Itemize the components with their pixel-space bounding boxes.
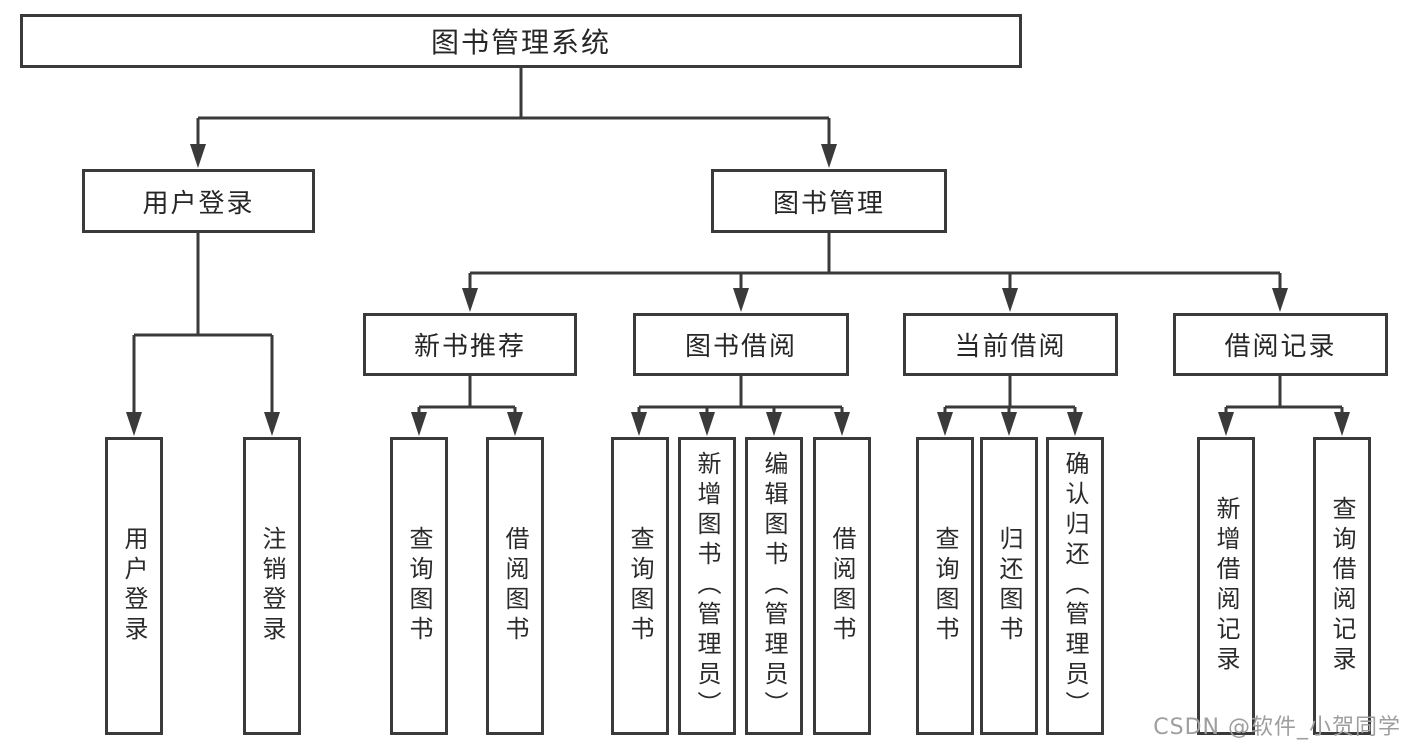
csdn-watermark: CSDN @软件_小贺同学: [1153, 715, 1401, 740]
node-edit-book-admin: 编辑图书（管理员）: [745, 437, 803, 735]
node-book-management: 图书管理: [711, 169, 947, 233]
node-query-borrow-record: 查询借阅记录: [1313, 437, 1371, 735]
connector-root-to-level2: [190, 68, 837, 168]
node-query-book-current: 查询图书: [916, 437, 974, 735]
connector-current-borrow-children: [937, 376, 1083, 436]
node-query-book-borrow: 查询图书: [611, 437, 669, 735]
node-current-borrow: 当前借阅: [903, 313, 1118, 376]
node-new-book-recommend: 新书推荐: [363, 313, 577, 376]
connector-user-login-children: [126, 233, 280, 436]
node-return-book: 归还图书: [980, 437, 1038, 735]
node-query-book-recommend: 查询图书: [390, 437, 448, 735]
node-logout: 注销登录: [243, 437, 301, 735]
node-borrow-book-recommend: 借阅图书: [486, 437, 544, 735]
connector-new-book-recommend-children: [411, 376, 523, 436]
node-borrow-book: 借阅图书: [813, 437, 871, 735]
node-add-book-admin: 新增图书（管理员）: [678, 437, 736, 735]
node-user-login: 用户登录: [82, 169, 315, 233]
node-borrow-records: 借阅记录: [1173, 313, 1388, 376]
connector-book-borrow-children: [631, 376, 850, 436]
node-library-system: 图书管理系统: [20, 14, 1022, 68]
node-book-borrow: 图书借阅: [633, 313, 849, 376]
node-confirm-return-admin: 确认归还（管理员）: [1046, 437, 1104, 735]
connector-book-management-children: [462, 233, 1288, 312]
connector-borrow-records-children: [1218, 376, 1350, 436]
node-add-borrow-record: 新增借阅记录: [1197, 437, 1255, 735]
node-user-login-leaf: 用户登录: [105, 437, 163, 735]
